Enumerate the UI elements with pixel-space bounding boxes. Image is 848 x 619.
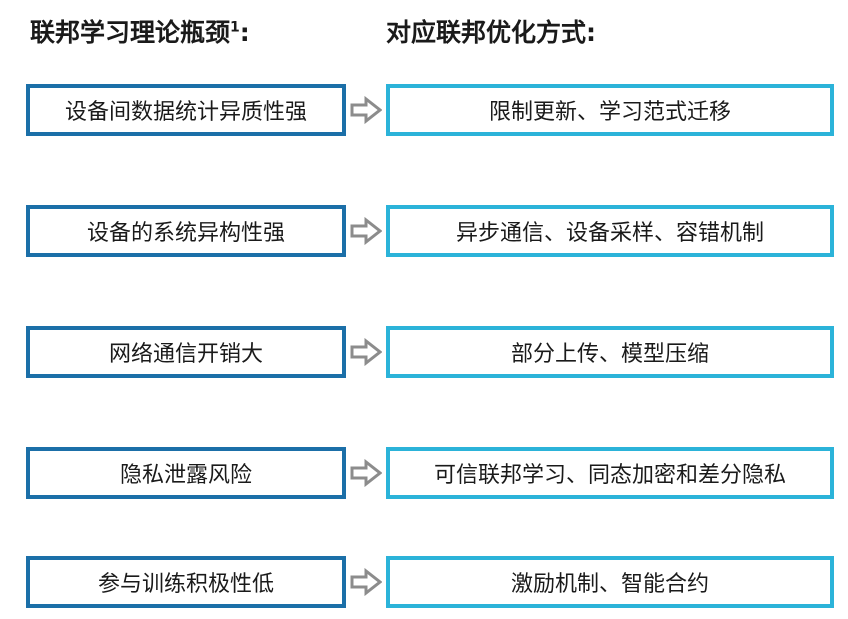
optimization-label-3: 部分上传、模型压缩 bbox=[510, 342, 709, 367]
bottleneck-label-5: 参与训练积极性低 bbox=[97, 572, 274, 597]
bottlenecks-heading-colon: : bbox=[239, 18, 250, 47]
bottleneck-label-2: 设备的系统异构性强 bbox=[86, 221, 285, 246]
right-arrow-icon bbox=[350, 338, 382, 366]
optimization-box-5: 激励机制、智能合约 bbox=[386, 556, 834, 608]
footnote-marker: 1 bbox=[230, 19, 240, 36]
diagram-row-1: 设备间数据统计异质性强 限制更新、学习范式迁移 bbox=[0, 84, 848, 136]
bottleneck-label-1: 设备间数据统计异质性强 bbox=[64, 100, 307, 125]
right-arrow-icon bbox=[350, 459, 382, 487]
bottleneck-box-4: 隐私泄露风险 bbox=[26, 447, 346, 499]
optimization-box-2: 异步通信、设备采样、容错机制 bbox=[386, 205, 834, 257]
bottleneck-label-4: 隐私泄露风险 bbox=[119, 463, 252, 488]
bottleneck-label-3: 网络通信开销大 bbox=[108, 342, 263, 367]
diagram-row-4: 隐私泄露风险 可信联邦学习、同态加密和差分隐私 bbox=[0, 447, 848, 499]
bottleneck-box-3: 网络通信开销大 bbox=[26, 326, 346, 378]
optimization-box-3: 部分上传、模型压缩 bbox=[386, 326, 834, 378]
bottleneck-box-2: 设备的系统异构性强 bbox=[26, 205, 346, 257]
diagram-row-3: 网络通信开销大 部分上传、模型压缩 bbox=[0, 326, 848, 378]
bottleneck-box-1: 设备间数据统计异质性强 bbox=[26, 84, 346, 136]
right-arrow-icon bbox=[350, 217, 382, 245]
optimization-label-5: 激励机制、智能合约 bbox=[510, 572, 709, 597]
right-arrow-icon bbox=[350, 568, 382, 596]
diagram-row-2: 设备的系统异构性强 异步通信、设备采样、容错机制 bbox=[0, 205, 848, 257]
optimization-box-1: 限制更新、学习范式迁移 bbox=[386, 84, 834, 136]
optimizations-heading: 对应联邦优化方式: bbox=[386, 16, 596, 50]
right-arrow-icon bbox=[350, 96, 382, 124]
bottleneck-box-5: 参与训练积极性低 bbox=[26, 556, 346, 608]
diagram-row-5: 参与训练积极性低 激励机制、智能合约 bbox=[0, 556, 848, 608]
bottlenecks-heading: 联邦学习理论瓶颈1: bbox=[30, 16, 250, 50]
bottlenecks-heading-text: 联邦学习理论瓶颈 bbox=[30, 18, 231, 47]
optimization-label-4: 可信联邦学习、同态加密和差分隐私 bbox=[433, 463, 786, 488]
optimization-box-4: 可信联邦学习、同态加密和差分隐私 bbox=[386, 447, 834, 499]
optimization-label-2: 异步通信、设备采样、容错机制 bbox=[455, 221, 764, 246]
optimizations-heading-text: 对应联邦优化方式: bbox=[386, 18, 596, 47]
optimization-label-1: 限制更新、学习范式迁移 bbox=[488, 100, 731, 125]
